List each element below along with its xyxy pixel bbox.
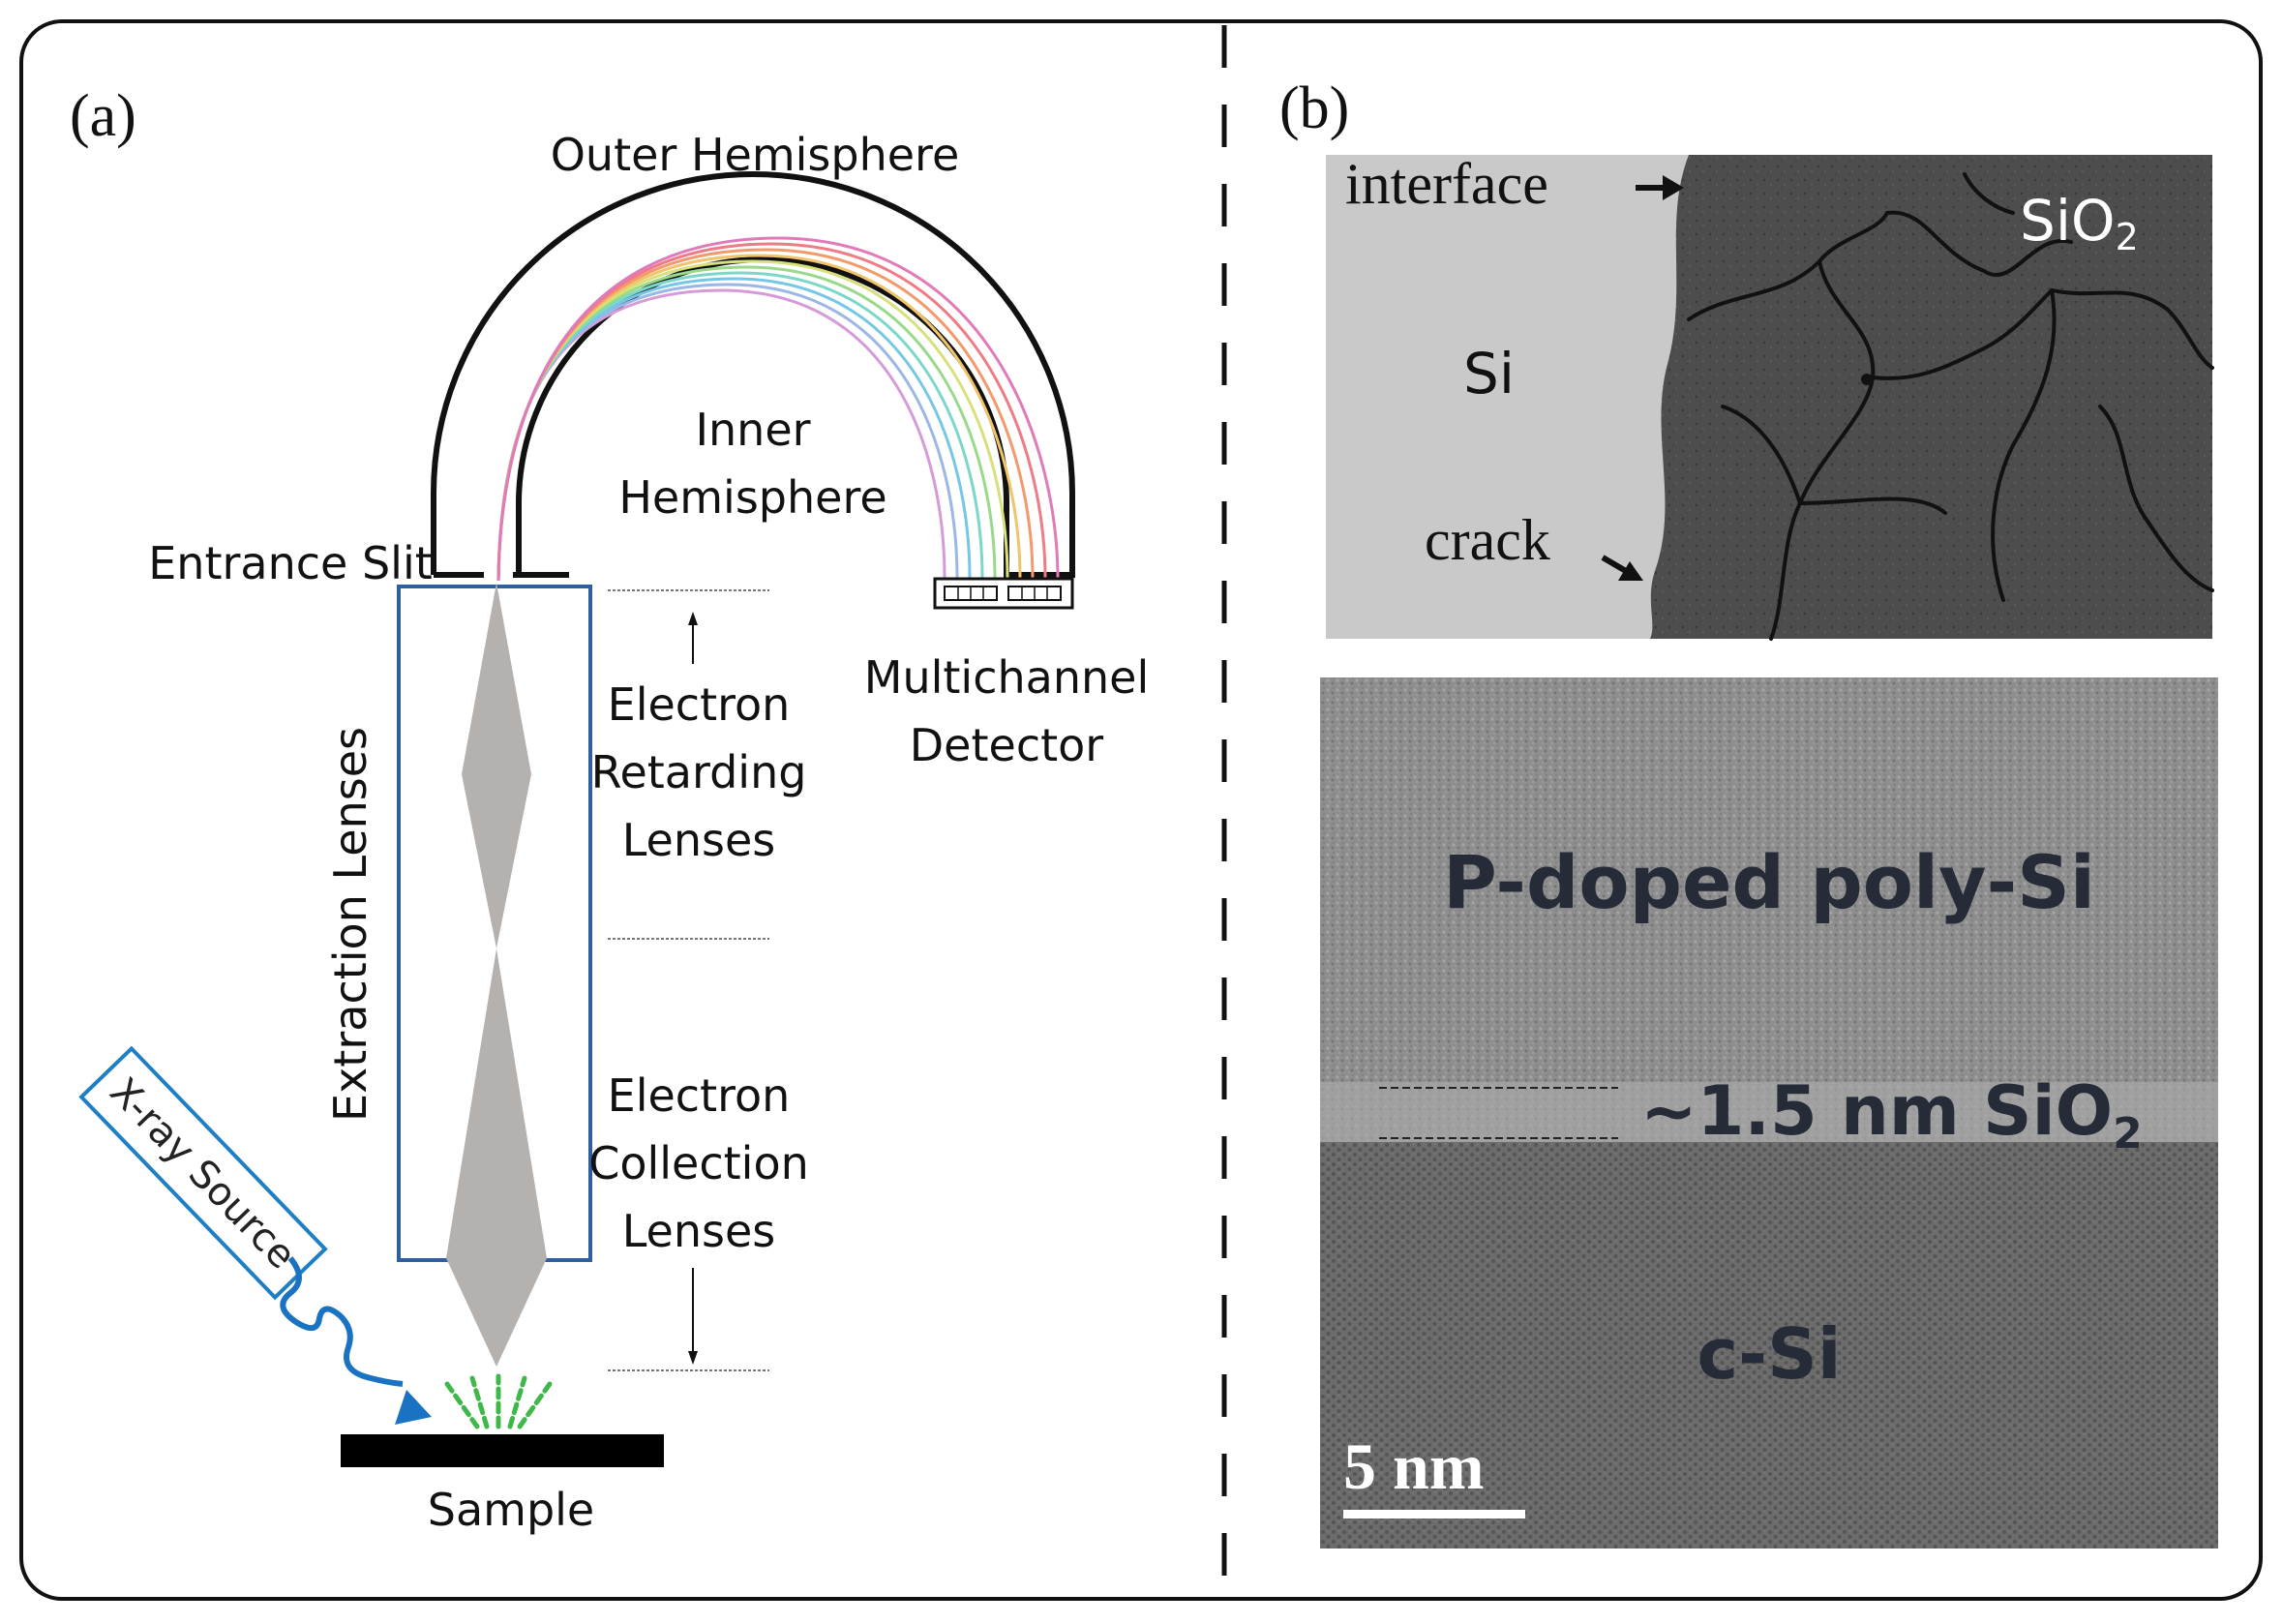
retarding-label-line1: Electron <box>608 678 791 731</box>
emitted-electrons <box>444 1373 553 1429</box>
hemisphere-analyzer <box>431 171 1075 578</box>
detector-label-line2: Detector <box>910 719 1104 771</box>
collection-label-line2: Collection <box>588 1137 809 1189</box>
tem-c-si-label: c-Si <box>1697 1313 1841 1395</box>
beam-lower-diamond <box>446 948 547 1367</box>
sem-crack-label: crack <box>1425 508 1550 572</box>
photon-path <box>280 1256 404 1387</box>
tem-oxide-label: ~1.5 nm SiO2 <box>1640 1071 2143 1158</box>
scale-bar-label: 5 nm <box>1343 1429 1484 1503</box>
retarding-label-line3: Lenses <box>622 814 776 866</box>
panel-a-label: (a) <box>70 83 136 149</box>
sem-sio2-label: SiO2 <box>2020 188 2139 258</box>
multichannel-detector <box>933 577 1074 610</box>
entrance-slit-label: Entrance Slit <box>148 537 433 589</box>
detector-label-line1: Multichannel <box>864 651 1149 704</box>
sample-label: Sample <box>428 1484 594 1536</box>
retarding-label-line2: Retarding <box>591 746 807 798</box>
panel-a: (a) <box>70 83 1149 1536</box>
beam-upper-diamond <box>462 583 531 948</box>
sem-image: interface Si crack SiO2 <box>1326 152 2214 641</box>
inner-hemisphere-label-line2: Hemisphere <box>618 471 886 524</box>
crack-arrow <box>1601 555 1643 581</box>
electron-trajectory <box>496 236 1060 582</box>
interface-arrow <box>1636 175 1684 200</box>
sem-si-label: Si <box>1463 341 1515 406</box>
retarding-arrow <box>688 612 698 664</box>
scale-bar <box>1343 1510 1525 1519</box>
photon-arrowhead <box>395 1390 432 1425</box>
tem-poly-si-label: P-doped poly-Si <box>1443 839 2095 925</box>
outer-hemisphere-label: Outer Hemisphere <box>551 129 960 181</box>
extraction-lenses-label: Extraction Lenses <box>324 727 376 1122</box>
tem-image: P-doped poly-Si ~1.5 nm SiO2 c-Si 5 nm <box>1320 677 2218 1549</box>
collection-arrow <box>688 1268 698 1365</box>
collection-label-line3: Lenses <box>622 1205 776 1257</box>
sem-interface-label: interface <box>1345 152 1548 216</box>
collection-label-line1: Electron <box>608 1069 791 1122</box>
panel-b: (b) interface Si <box>1279 75 2218 1549</box>
panel-b-label: (b) <box>1279 75 1349 141</box>
electron-trajectories <box>496 236 1060 582</box>
sample-bar <box>341 1434 664 1467</box>
inner-hemisphere-label-line1: Inner <box>695 404 810 456</box>
